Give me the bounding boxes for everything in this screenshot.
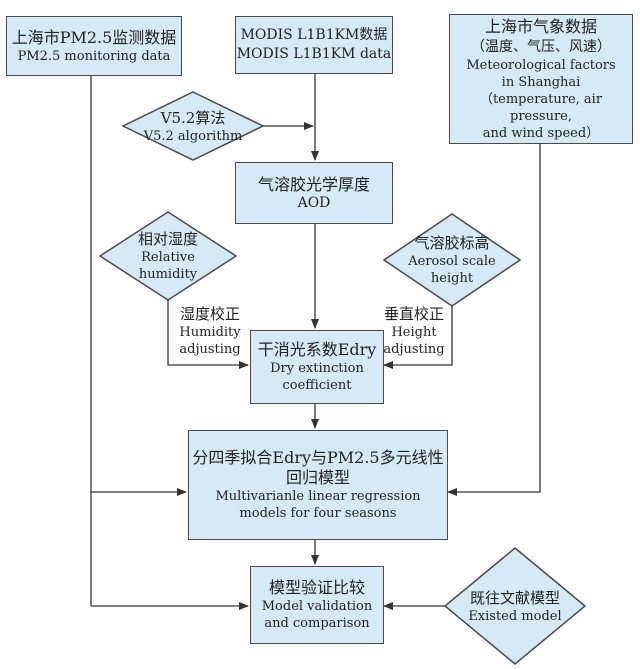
humidity-zh: 相对湿度 (137, 230, 198, 248)
humidity-adj-zh: 湿度校正 (179, 305, 240, 323)
aod-title-en: AOD (297, 194, 331, 211)
existed-en: Existed model (468, 608, 562, 624)
pm25-title-zh: 上海市PM2.5监测数据 (11, 27, 177, 47)
edry-en-1: Dry extinction (270, 361, 364, 376)
height-adj-en-2: adjusting (383, 342, 445, 357)
height-adj-zh: 垂直校正 (383, 305, 444, 323)
meteo-title-zh: 上海市气象数据 (484, 16, 597, 36)
height-adj-en-1: Height (391, 325, 437, 340)
diamond-v52 (121, 91, 265, 161)
validation-title-zh: 模型验证比较 (268, 578, 365, 597)
meteo-en-3: （temperature, air pressure, (479, 91, 603, 124)
humidity-adj-en-1: Humidity (179, 325, 241, 340)
v52-algorithm-diamond: V5.2算法 V5.2 algorithm (133, 104, 253, 148)
edry-en-2: coefficient (282, 378, 352, 393)
modis-data-box: MODIS L1B1KM数据 MODIS L1B1KM data (235, 16, 393, 74)
scale-en-1: Aerosol scale (408, 254, 496, 269)
aod-title-zh: 气溶胶光学厚度 (257, 174, 370, 194)
existed-zh: 既往文献模型 (469, 588, 560, 607)
regression-title-zh-1: 分四季拟合Edry与PM2.5多元线性 (192, 448, 444, 467)
modis-title-2: MODIS L1B1KM data (236, 46, 392, 62)
height-adjusting-label: 垂直校正 Height adjusting (376, 304, 452, 358)
edry-title-zh: 干消光系数Edry (257, 340, 377, 359)
validation-en-1: Model validation (261, 599, 373, 614)
model-validation-box: 模型验证比较 Model validation and comparison (250, 566, 384, 644)
pm25-data-box: 上海市PM2.5监测数据 PM2.5 monitoring data (6, 16, 182, 76)
meteorological-data-box: 上海市气象数据 （温度、气压、风速） Meteorological factor… (449, 14, 633, 144)
scale-zh: 气溶胶标高 (414, 234, 490, 252)
validation-en-2: and comparison (264, 616, 370, 631)
humidity-adj-en-2: adjusting (179, 342, 241, 357)
diamond-existed (443, 547, 587, 665)
scale-en-2: height (430, 271, 474, 286)
regression-model-box: 分四季拟合Edry与PM2.5多元线性 回归模型 Multivarianle l… (188, 430, 448, 540)
relative-humidity-diamond: 相对湿度 Relative humidity (110, 226, 226, 286)
existed-model-diamond: 既往文献模型 Existed model (455, 586, 575, 626)
humidity-en-1: Relative (141, 250, 195, 265)
modis-title-1: MODIS L1B1KM数据 (240, 27, 388, 43)
regression-en-2: models for four seasons (239, 506, 397, 521)
regression-en-1: Multivarianle linear regression (215, 489, 421, 504)
aod-box: 气溶胶光学厚度 AOD (235, 162, 393, 224)
aerosol-scale-diamond: 气溶胶标高 Aerosol scale height (394, 230, 510, 290)
meteo-en-1: Meteorological factors (466, 57, 616, 73)
humidity-en-2: humidity (138, 267, 198, 282)
regression-title-zh-2: 回归模型 (285, 468, 350, 487)
meteo-en-4: and wind speed） (482, 125, 600, 141)
dry-extinction-box: 干消光系数Edry Dry extinction coefficient (250, 330, 384, 404)
v52-zh: V5.2算法 (160, 108, 226, 127)
v52-en: V5.2 algorithm (143, 128, 243, 144)
pm25-title-en: PM2.5 monitoring data (17, 48, 171, 64)
humidity-adjusting-label: 湿度校正 Humidity adjusting (172, 304, 248, 358)
meteo-en-2: in Shanghai (501, 74, 581, 90)
meteo-subtitle-zh: （温度、气压、风速） (471, 38, 611, 55)
